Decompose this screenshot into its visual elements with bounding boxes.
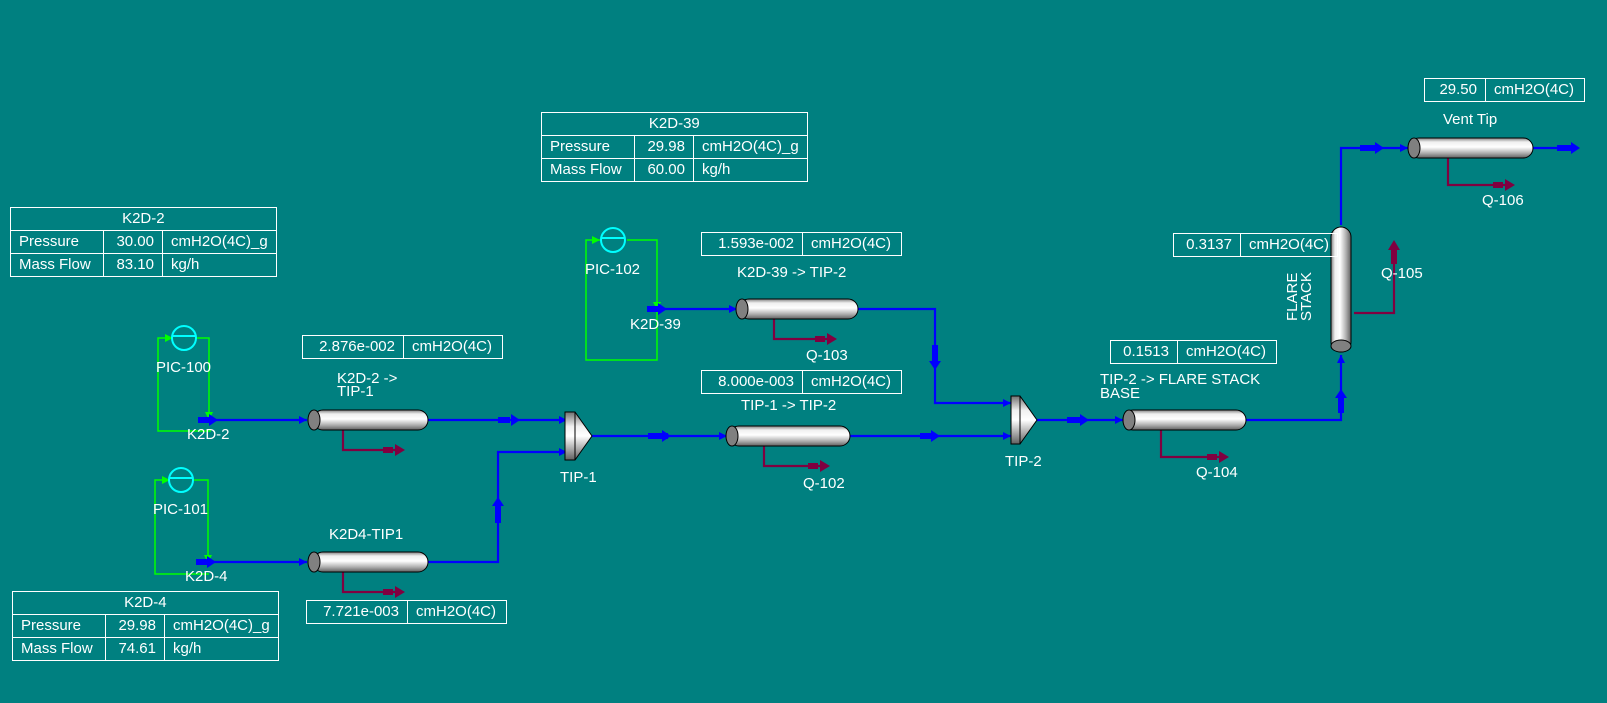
energy-q102 bbox=[762, 446, 823, 468]
material-stream-arrows bbox=[196, 142, 1580, 568]
property-value: 29.98 bbox=[634, 135, 694, 159]
energy-label-q104[interactable]: Q-104 bbox=[1196, 464, 1238, 481]
controller-label-pic101: PIC-101 bbox=[153, 501, 209, 518]
dp-unit: cmH2O(4C) bbox=[407, 600, 507, 624]
energy-k2d4-tip1 bbox=[341, 572, 398, 594]
pipe-tip1-tip2[interactable] bbox=[725, 425, 851, 447]
dp-unit: cmH2O(4C) bbox=[1239, 233, 1339, 257]
controller-pic100-icon[interactable] bbox=[171, 325, 197, 351]
dp-value: 2.876e-002 bbox=[302, 335, 404, 359]
dp-unit: cmH2O(4C) bbox=[1177, 340, 1277, 364]
dp-value: 0.1513 bbox=[1110, 340, 1178, 364]
mixer-label-tip1: TIP-1 bbox=[560, 469, 597, 486]
dp-value: 0.3137 bbox=[1173, 233, 1241, 257]
property-label: Mass Flow bbox=[10, 253, 104, 277]
energy-label-q105[interactable]: Q-105 bbox=[1381, 265, 1423, 282]
property-label: Pressure bbox=[12, 614, 106, 638]
stream-table-title: K2D-4 bbox=[12, 591, 279, 615]
controller-label-pic102: PIC-102 bbox=[585, 261, 641, 278]
energy-stream-arrows bbox=[383, 179, 1515, 598]
property-label: Pressure bbox=[541, 135, 635, 159]
dp-value: 29.50 bbox=[1424, 78, 1486, 102]
property-unit: cmH2O(4C)_g bbox=[693, 135, 808, 159]
signal-loop-pic102 bbox=[585, 239, 658, 361]
energy-streams bbox=[341, 158, 1508, 594]
controller-pic101-icon[interactable] bbox=[168, 467, 194, 493]
stream-label-k2d39[interactable]: K2D-39 bbox=[630, 316, 681, 333]
property-value: 83.10 bbox=[103, 253, 163, 277]
pipe-k2d39-tip2[interactable] bbox=[735, 298, 859, 320]
energy-k2d2-tip1 bbox=[341, 430, 398, 452]
pipe-label-vent-tip: Vent Tip bbox=[1443, 111, 1498, 128]
pipe-label-k2d4-tip1: K2D4-TIP1 bbox=[329, 526, 404, 543]
pipe-k2d4-tip1[interactable] bbox=[307, 551, 429, 573]
pipe-label-tip1-tip2: TIP-1 -> TIP-2 bbox=[741, 397, 837, 414]
mixer-tip1[interactable] bbox=[564, 411, 593, 461]
property-value: 74.61 bbox=[105, 637, 165, 661]
property-unit: cmH2O(4C)_g bbox=[164, 614, 279, 638]
property-value: 60.00 bbox=[634, 158, 694, 182]
mixer-label-tip2: TIP-2 bbox=[1005, 453, 1042, 470]
dp-unit: cmH2O(4C) bbox=[802, 370, 902, 394]
pipe-flare-stack[interactable] bbox=[1330, 226, 1352, 353]
energy-q104 bbox=[1159, 430, 1222, 459]
property-label: Mass Flow bbox=[541, 158, 635, 182]
pipe-k2d2-tip1[interactable] bbox=[307, 409, 429, 431]
property-label: Pressure bbox=[10, 230, 104, 254]
energy-q106 bbox=[1446, 158, 1508, 187]
stream-label-k2d4[interactable]: K2D-4 bbox=[185, 568, 228, 585]
property-unit: kg/h bbox=[162, 253, 277, 277]
dp-value: 8.000e-003 bbox=[701, 370, 803, 394]
pipe-label-flare-stack: FLARE STACK bbox=[1284, 272, 1315, 321]
dp-unit: cmH2O(4C) bbox=[1485, 78, 1585, 102]
stream-flare-base bbox=[1246, 355, 1343, 422]
stream-table-title: K2D-2 bbox=[10, 207, 277, 231]
property-unit: kg/h bbox=[164, 637, 279, 661]
dp-unit: cmH2O(4C) bbox=[802, 232, 902, 256]
property-value: 29.98 bbox=[105, 614, 165, 638]
pipe-tip2-flare[interactable] bbox=[1122, 409, 1247, 431]
property-unit: kg/h bbox=[693, 158, 808, 182]
dp-value: 7.721e-003 bbox=[306, 600, 408, 624]
energy-q105 bbox=[1354, 250, 1396, 315]
dp-value: 1.593e-002 bbox=[701, 232, 803, 256]
controller-pic102-icon[interactable] bbox=[600, 227, 626, 253]
energy-label-q102[interactable]: Q-102 bbox=[803, 475, 845, 492]
stream-label-k2d2[interactable]: K2D-2 bbox=[187, 426, 230, 443]
dp-unit: cmH2O(4C) bbox=[403, 335, 503, 359]
controller-label-pic100: PIC-100 bbox=[156, 359, 212, 376]
property-value: 30.00 bbox=[103, 230, 163, 254]
property-unit: cmH2O(4C)_g bbox=[162, 230, 277, 254]
pipe-label-tip2-flare: TIP-2 -> FLARE STACK BASE bbox=[1100, 371, 1261, 402]
pipe-label-k2d2-tip1: K2D-2 -> TIP-1 bbox=[337, 370, 398, 400]
energy-q103 bbox=[772, 319, 830, 341]
pipe-vent-tip[interactable] bbox=[1407, 137, 1534, 159]
property-label: Mass Flow bbox=[12, 637, 106, 661]
pipe-label-k2d39-tip2: K2D-39 -> TIP-2 bbox=[737, 264, 847, 281]
mixer-tip2[interactable] bbox=[1010, 395, 1038, 445]
stream-flare-top bbox=[1339, 146, 1408, 225]
stream-table-title: K2D-39 bbox=[541, 112, 808, 136]
energy-label-q103[interactable]: Q-103 bbox=[806, 347, 848, 364]
energy-label-q106[interactable]: Q-106 bbox=[1482, 192, 1524, 209]
